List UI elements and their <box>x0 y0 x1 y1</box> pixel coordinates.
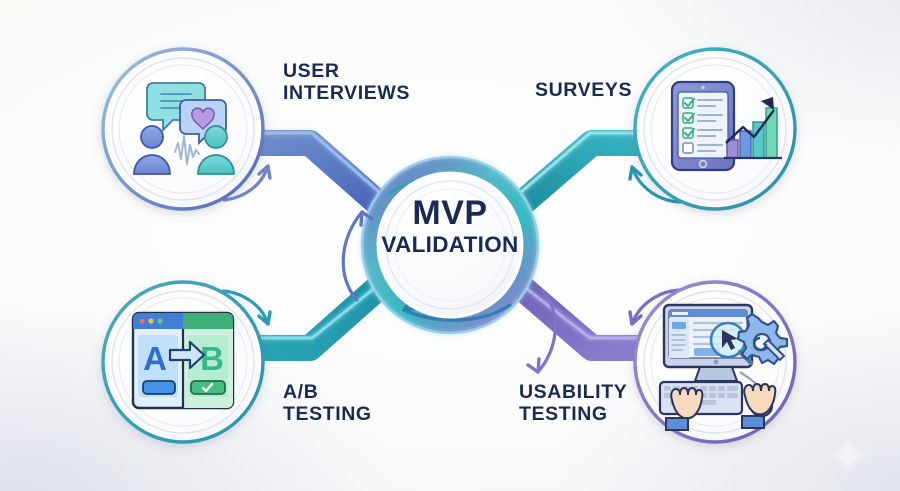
two-people-speech-bubbles-icon <box>133 82 235 175</box>
sparkle-icon <box>829 436 867 474</box>
hub-ribbon-ring <box>361 156 539 334</box>
ribbon-usability-testing <box>511 276 655 361</box>
arrow-around-ab-testing <box>222 289 272 326</box>
arrow-hub-up-left <box>341 210 374 302</box>
node-label-surveys: SURVEYS <box>535 79 633 101</box>
tablet-checklist-chart-icon <box>670 80 782 172</box>
ribbon-highlight-tl <box>247 131 387 200</box>
svg-text:A: A <box>143 340 167 377</box>
ribbon-surveys <box>511 130 655 215</box>
ribbon-ab-testing <box>247 276 389 361</box>
flow-arrows <box>222 164 684 374</box>
ribbon-highlight-bl <box>247 277 387 340</box>
ribbon-highlight-tr <box>513 131 655 200</box>
node-label-ab-testing: A/B TESTING <box>283 381 372 426</box>
node-user-interviews[interactable] <box>101 47 265 211</box>
arrow-around-surveys <box>628 165 684 204</box>
hub-title: MVP <box>412 194 488 232</box>
arrow-around-user-interviews <box>222 164 272 202</box>
arrow-hub-down-right <box>526 289 557 374</box>
hub-circle[interactable] <box>376 171 524 319</box>
node-ab-testing[interactable]: A B <box>101 280 265 444</box>
connector-ribbons <box>247 130 655 361</box>
svg-text:B: B <box>200 340 224 377</box>
ab-split-browser-icon: A B <box>131 311 235 410</box>
desktop-keyboard-hands-gear-icon <box>658 303 789 431</box>
node-label-user-interviews: USER INTERVIEWS <box>283 60 410 105</box>
hub-subtitle: VALIDATION <box>381 232 519 257</box>
hub-ring-glow <box>360 155 540 335</box>
node-surveys[interactable] <box>633 47 797 211</box>
ribbon-user-interviews <box>247 130 389 215</box>
node-label-usability-testing: USABILITY TESTING <box>519 381 628 426</box>
ribbon-highlight-br <box>513 277 655 340</box>
hub-label: MVP VALIDATION <box>374 196 526 258</box>
node-usability-testing[interactable] <box>633 280 797 444</box>
